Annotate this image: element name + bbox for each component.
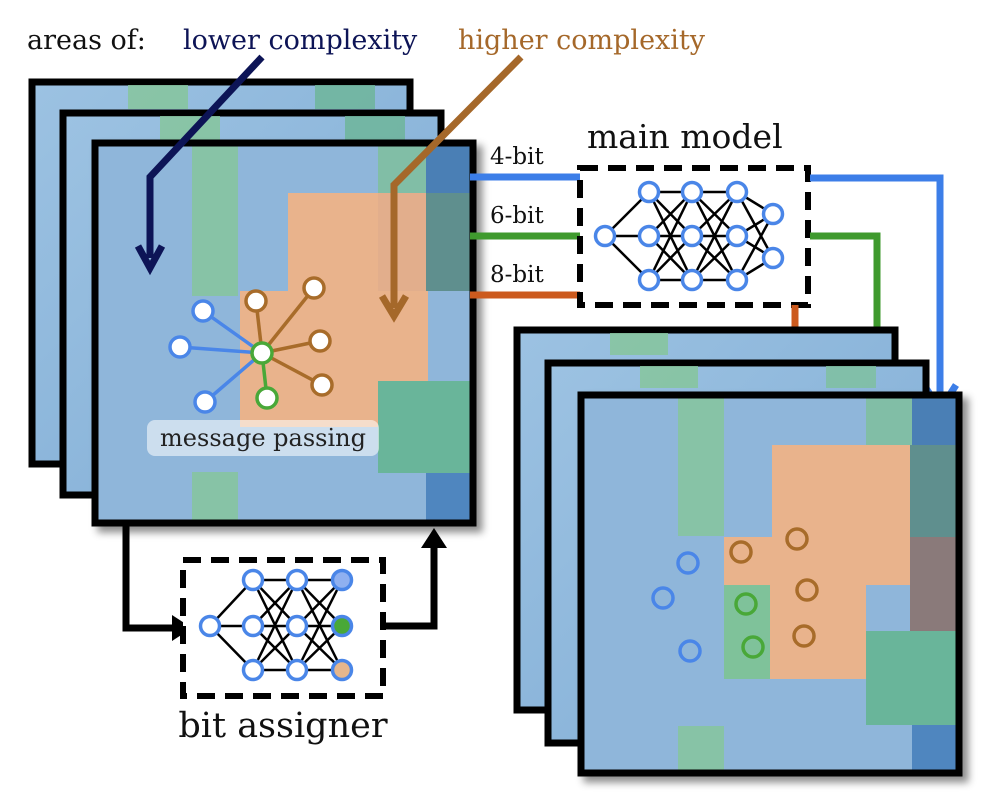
network-edge [735, 213, 775, 281]
network-node [285, 568, 309, 592]
network-edge [647, 191, 694, 281]
network-node [680, 224, 704, 248]
bit-assigner-network [198, 568, 354, 682]
network-node [285, 658, 309, 682]
main-model-title: main model [587, 117, 783, 156]
bit-label-8: 8-bit [490, 262, 544, 288]
complexity-patches-output [678, 398, 956, 770]
bit-label-4: 4-bit [490, 144, 544, 170]
input-field-stack: message passing [28, 78, 477, 527]
network-node [241, 658, 265, 682]
network-node [241, 568, 265, 592]
legend-higher-complexity: higher complexity [458, 25, 706, 56]
main-model-network [593, 180, 785, 292]
network-node [725, 180, 749, 204]
lower-complexity-arrow [134, 54, 265, 276]
bit-assigner-loop [122, 525, 447, 641]
bit-label-6: 6-bit [490, 203, 544, 229]
legend-prefix: areas of: [27, 25, 146, 56]
legend-lower-complexity: lower complexity [183, 25, 418, 56]
network-edge [295, 579, 344, 671]
network-node [330, 568, 354, 592]
network-node [725, 268, 749, 292]
bit-assigner-title: bit assigner [178, 706, 387, 746]
message-passing-label-bg [147, 420, 379, 456]
bit-input-lines [470, 173, 580, 299]
higher-complexity-arrow [378, 54, 524, 323]
network-node [725, 224, 749, 248]
network-node [198, 614, 222, 638]
network-node [637, 180, 661, 204]
network-node [637, 224, 661, 248]
network-node [637, 268, 661, 292]
network-node [330, 614, 354, 638]
output-field-stack [513, 326, 963, 777]
network-node [761, 246, 785, 270]
network-node [761, 202, 785, 226]
output-nodes [651, 527, 819, 663]
network-node [330, 658, 354, 682]
message-passing-label: message passing [160, 424, 366, 452]
network-edge [690, 191, 739, 281]
network-node [241, 614, 265, 638]
network-node [593, 224, 617, 248]
network-edge [251, 579, 299, 671]
network-node [680, 180, 704, 204]
message-passing-graph [168, 276, 334, 414]
network-node [680, 268, 704, 292]
network-node [285, 614, 309, 638]
